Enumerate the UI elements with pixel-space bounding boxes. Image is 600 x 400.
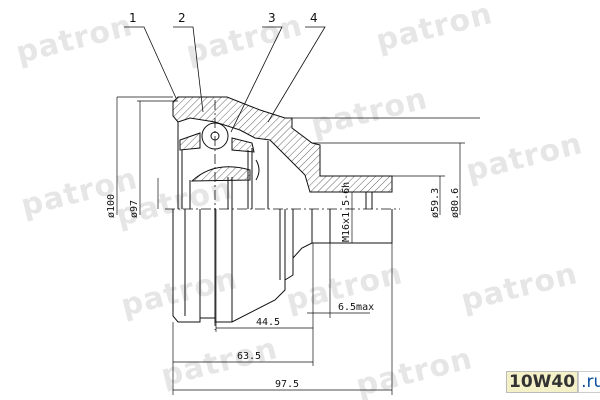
part-label-3: 3	[268, 11, 276, 25]
outer-housing-section	[172, 96, 393, 193]
dim-d80: ø80.6	[450, 188, 461, 218]
dim-6-5max: 6.5max	[338, 302, 374, 313]
part-label-4: 4	[310, 11, 318, 25]
part-label-2: 2	[178, 11, 186, 25]
dim-44-5: 44.5	[256, 317, 280, 328]
dim-d59: ø59.3	[430, 188, 441, 218]
part-label-1: 1	[129, 11, 137, 25]
inner-race-section	[190, 166, 251, 182]
dim-thread: M16x1.5-6h	[341, 182, 352, 242]
dim-63-5: 63.5	[237, 351, 261, 362]
dim-d97: ø97	[129, 200, 140, 218]
site-logo: 10W40.ru	[506, 371, 600, 393]
dim-d100: ø100	[106, 194, 117, 218]
boot-outline	[172, 209, 393, 323]
cage-section	[179, 132, 201, 151]
dim-97-5: 97.5	[275, 379, 299, 390]
